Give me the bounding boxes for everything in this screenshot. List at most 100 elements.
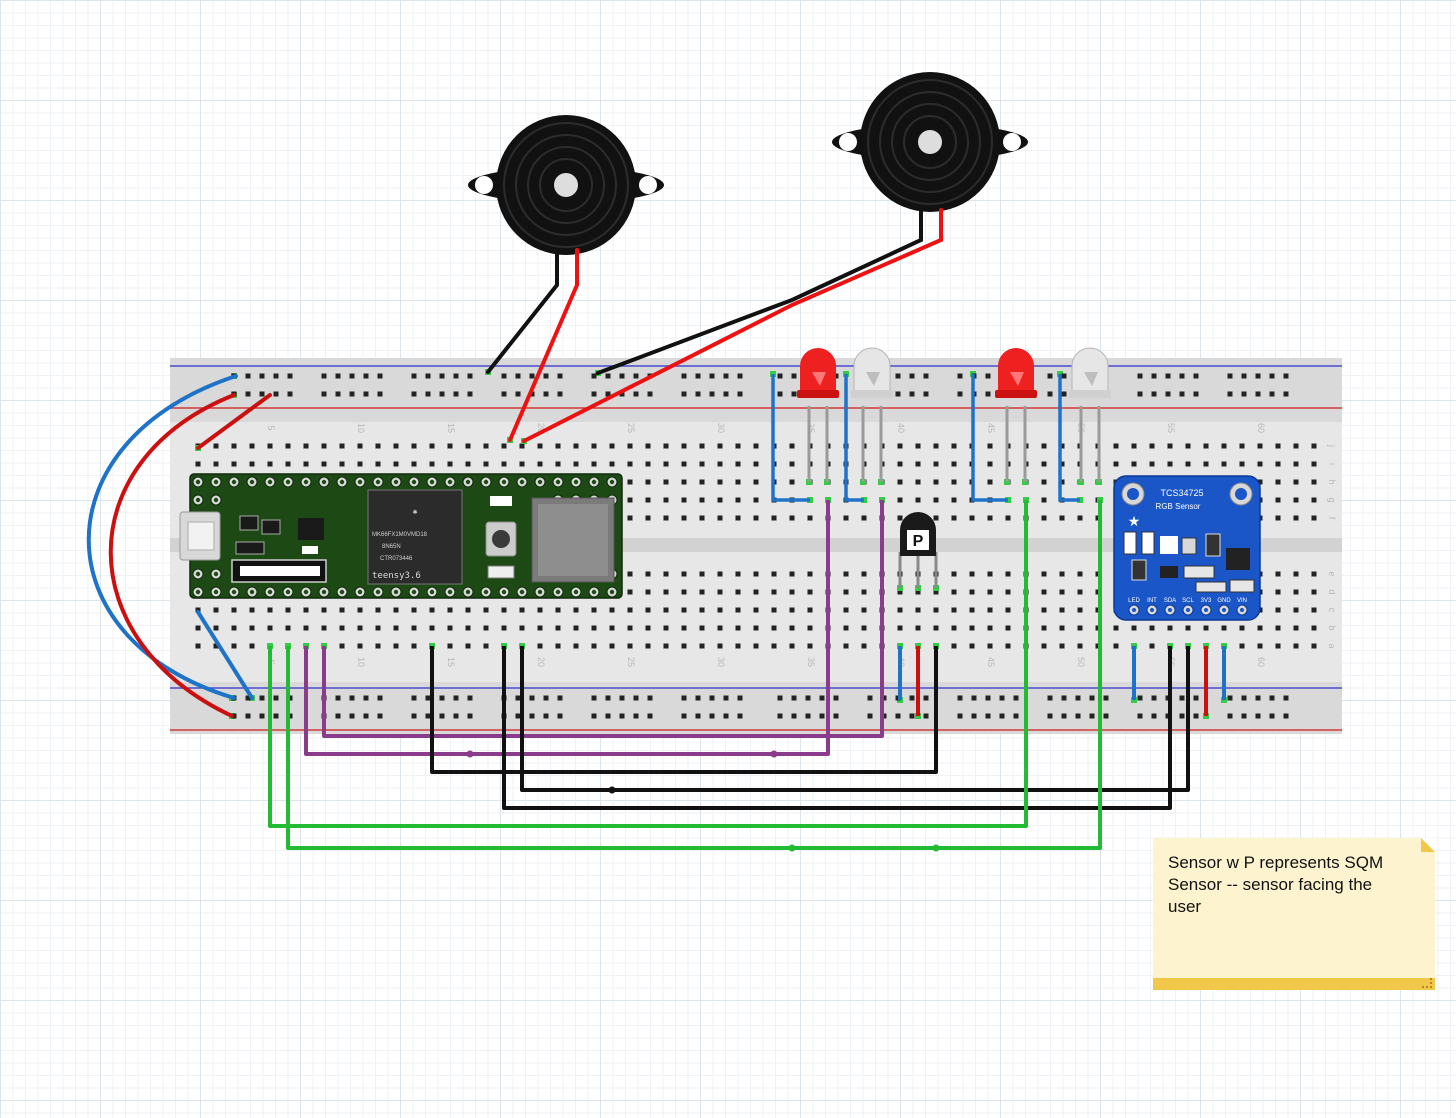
breadboard-hole[interactable]	[573, 643, 579, 649]
rail-hole[interactable]	[737, 373, 743, 379]
breadboard-hole[interactable]	[267, 443, 273, 449]
breadboard-hole[interactable]	[1239, 643, 1245, 649]
breadboard-hole[interactable]	[735, 497, 741, 503]
rail-hole[interactable]	[1241, 713, 1247, 719]
breadboard-hole[interactable]	[555, 643, 561, 649]
breadboard-hole[interactable]	[753, 479, 759, 485]
breadboard-hole[interactable]	[231, 443, 237, 449]
rail-hole[interactable]	[287, 391, 293, 397]
rail-hole[interactable]	[895, 391, 901, 397]
rail-hole[interactable]	[709, 695, 715, 701]
breadboard-hole[interactable]	[789, 515, 795, 521]
breadboard-hole[interactable]	[789, 571, 795, 577]
breadboard-hole[interactable]	[753, 589, 759, 595]
rail-hole[interactable]	[923, 373, 929, 379]
breadboard-hole[interactable]	[951, 571, 957, 577]
breadboard-hole[interactable]	[411, 625, 417, 631]
breadboard-hole[interactable]	[1113, 443, 1119, 449]
rail-hole[interactable]	[709, 373, 715, 379]
rail-hole[interactable]	[439, 713, 445, 719]
breadboard-hole[interactable]	[1041, 607, 1047, 613]
breadboard-hole[interactable]	[1293, 497, 1299, 503]
breadboard-hole[interactable]	[1041, 443, 1047, 449]
breadboard-hole[interactable]	[1059, 461, 1065, 467]
rail-hole[interactable]	[1179, 695, 1185, 701]
rail-hole[interactable]	[335, 695, 341, 701]
breadboard-hole[interactable]	[231, 643, 237, 649]
breadboard-hole[interactable]	[987, 479, 993, 485]
breadboard-hole[interactable]	[483, 461, 489, 467]
rail-hole[interactable]	[1103, 713, 1109, 719]
rail-hole[interactable]	[1151, 713, 1157, 719]
breadboard-hole[interactable]	[393, 625, 399, 631]
rail-hole[interactable]	[737, 713, 743, 719]
rail-hole[interactable]	[557, 695, 563, 701]
breadboard-hole[interactable]	[933, 497, 939, 503]
breadboard-hole[interactable]	[897, 515, 903, 521]
breadboard-hole[interactable]	[951, 607, 957, 613]
breadboard-hole[interactable]	[699, 479, 705, 485]
breadboard-hole[interactable]	[321, 443, 327, 449]
rail-hole[interactable]	[777, 695, 783, 701]
rail-hole[interactable]	[591, 695, 597, 701]
rail-hole[interactable]	[515, 373, 521, 379]
rail-hole[interactable]	[923, 713, 929, 719]
rail-hole[interactable]	[681, 391, 687, 397]
breadboard-hole[interactable]	[807, 589, 813, 595]
breadboard-hole[interactable]	[213, 443, 219, 449]
breadboard-hole[interactable]	[663, 515, 669, 521]
rail-hole[interactable]	[1283, 713, 1289, 719]
breadboard-hole[interactable]	[645, 589, 651, 595]
breadboard-hole[interactable]	[591, 643, 597, 649]
breadboard-hole[interactable]	[267, 607, 273, 613]
rail-hole[interactable]	[709, 713, 715, 719]
breadboard-hole[interactable]	[249, 461, 255, 467]
breadboard-hole[interactable]	[1311, 515, 1317, 521]
breadboard-hole[interactable]	[1059, 643, 1065, 649]
breadboard-hole[interactable]	[1149, 625, 1155, 631]
rail-hole[interactable]	[439, 391, 445, 397]
breadboard-hole[interactable]	[447, 461, 453, 467]
breadboard-hole[interactable]	[1311, 479, 1317, 485]
breadboard-hole[interactable]	[249, 625, 255, 631]
breadboard-hole[interactable]	[717, 461, 723, 467]
rail-hole[interactable]	[619, 713, 625, 719]
breadboard-hole[interactable]	[1293, 643, 1299, 649]
rail-hole[interactable]	[1047, 695, 1053, 701]
rail-hole[interactable]	[377, 373, 383, 379]
breadboard-hole[interactable]	[609, 461, 615, 467]
breadboard-hole[interactable]	[1167, 443, 1173, 449]
rail-hole[interactable]	[543, 713, 549, 719]
breadboard-hole[interactable]	[897, 443, 903, 449]
breadboard-hole[interactable]	[1131, 461, 1137, 467]
rail-hole[interactable]	[1255, 713, 1261, 719]
rail-hole[interactable]	[273, 713, 279, 719]
breadboard-hole[interactable]	[771, 625, 777, 631]
rail-hole[interactable]	[1269, 391, 1275, 397]
breadboard-hole[interactable]	[465, 643, 471, 649]
rail-hole[interactable]	[411, 373, 417, 379]
breadboard-hole[interactable]	[1077, 515, 1083, 521]
breadboard-hole[interactable]	[267, 625, 273, 631]
rail-hole[interactable]	[363, 373, 369, 379]
rail-hole[interactable]	[791, 713, 797, 719]
rail-hole[interactable]	[633, 713, 639, 719]
red-led-1[interactable]	[797, 348, 839, 398]
rail-hole[interactable]	[1061, 373, 1067, 379]
breadboard-hole[interactable]	[1041, 589, 1047, 595]
breadboard-hole[interactable]	[321, 607, 327, 613]
breadboard-hole[interactable]	[1239, 461, 1245, 467]
breadboard-hole[interactable]	[1275, 497, 1281, 503]
buzzer-left[interactable]	[468, 115, 664, 255]
breadboard-hole[interactable]	[357, 607, 363, 613]
breadboard-hole[interactable]	[789, 479, 795, 485]
rail-hole[interactable]	[833, 695, 839, 701]
rail-hole[interactable]	[349, 713, 355, 719]
breadboard-hole[interactable]	[1221, 443, 1227, 449]
breadboard-hole[interactable]	[1113, 461, 1119, 467]
breadboard-hole[interactable]	[1005, 625, 1011, 631]
rail-hole[interactable]	[453, 391, 459, 397]
rail-hole[interactable]	[377, 713, 383, 719]
breadboard-hole[interactable]	[1275, 479, 1281, 485]
breadboard-hole[interactable]	[789, 443, 795, 449]
